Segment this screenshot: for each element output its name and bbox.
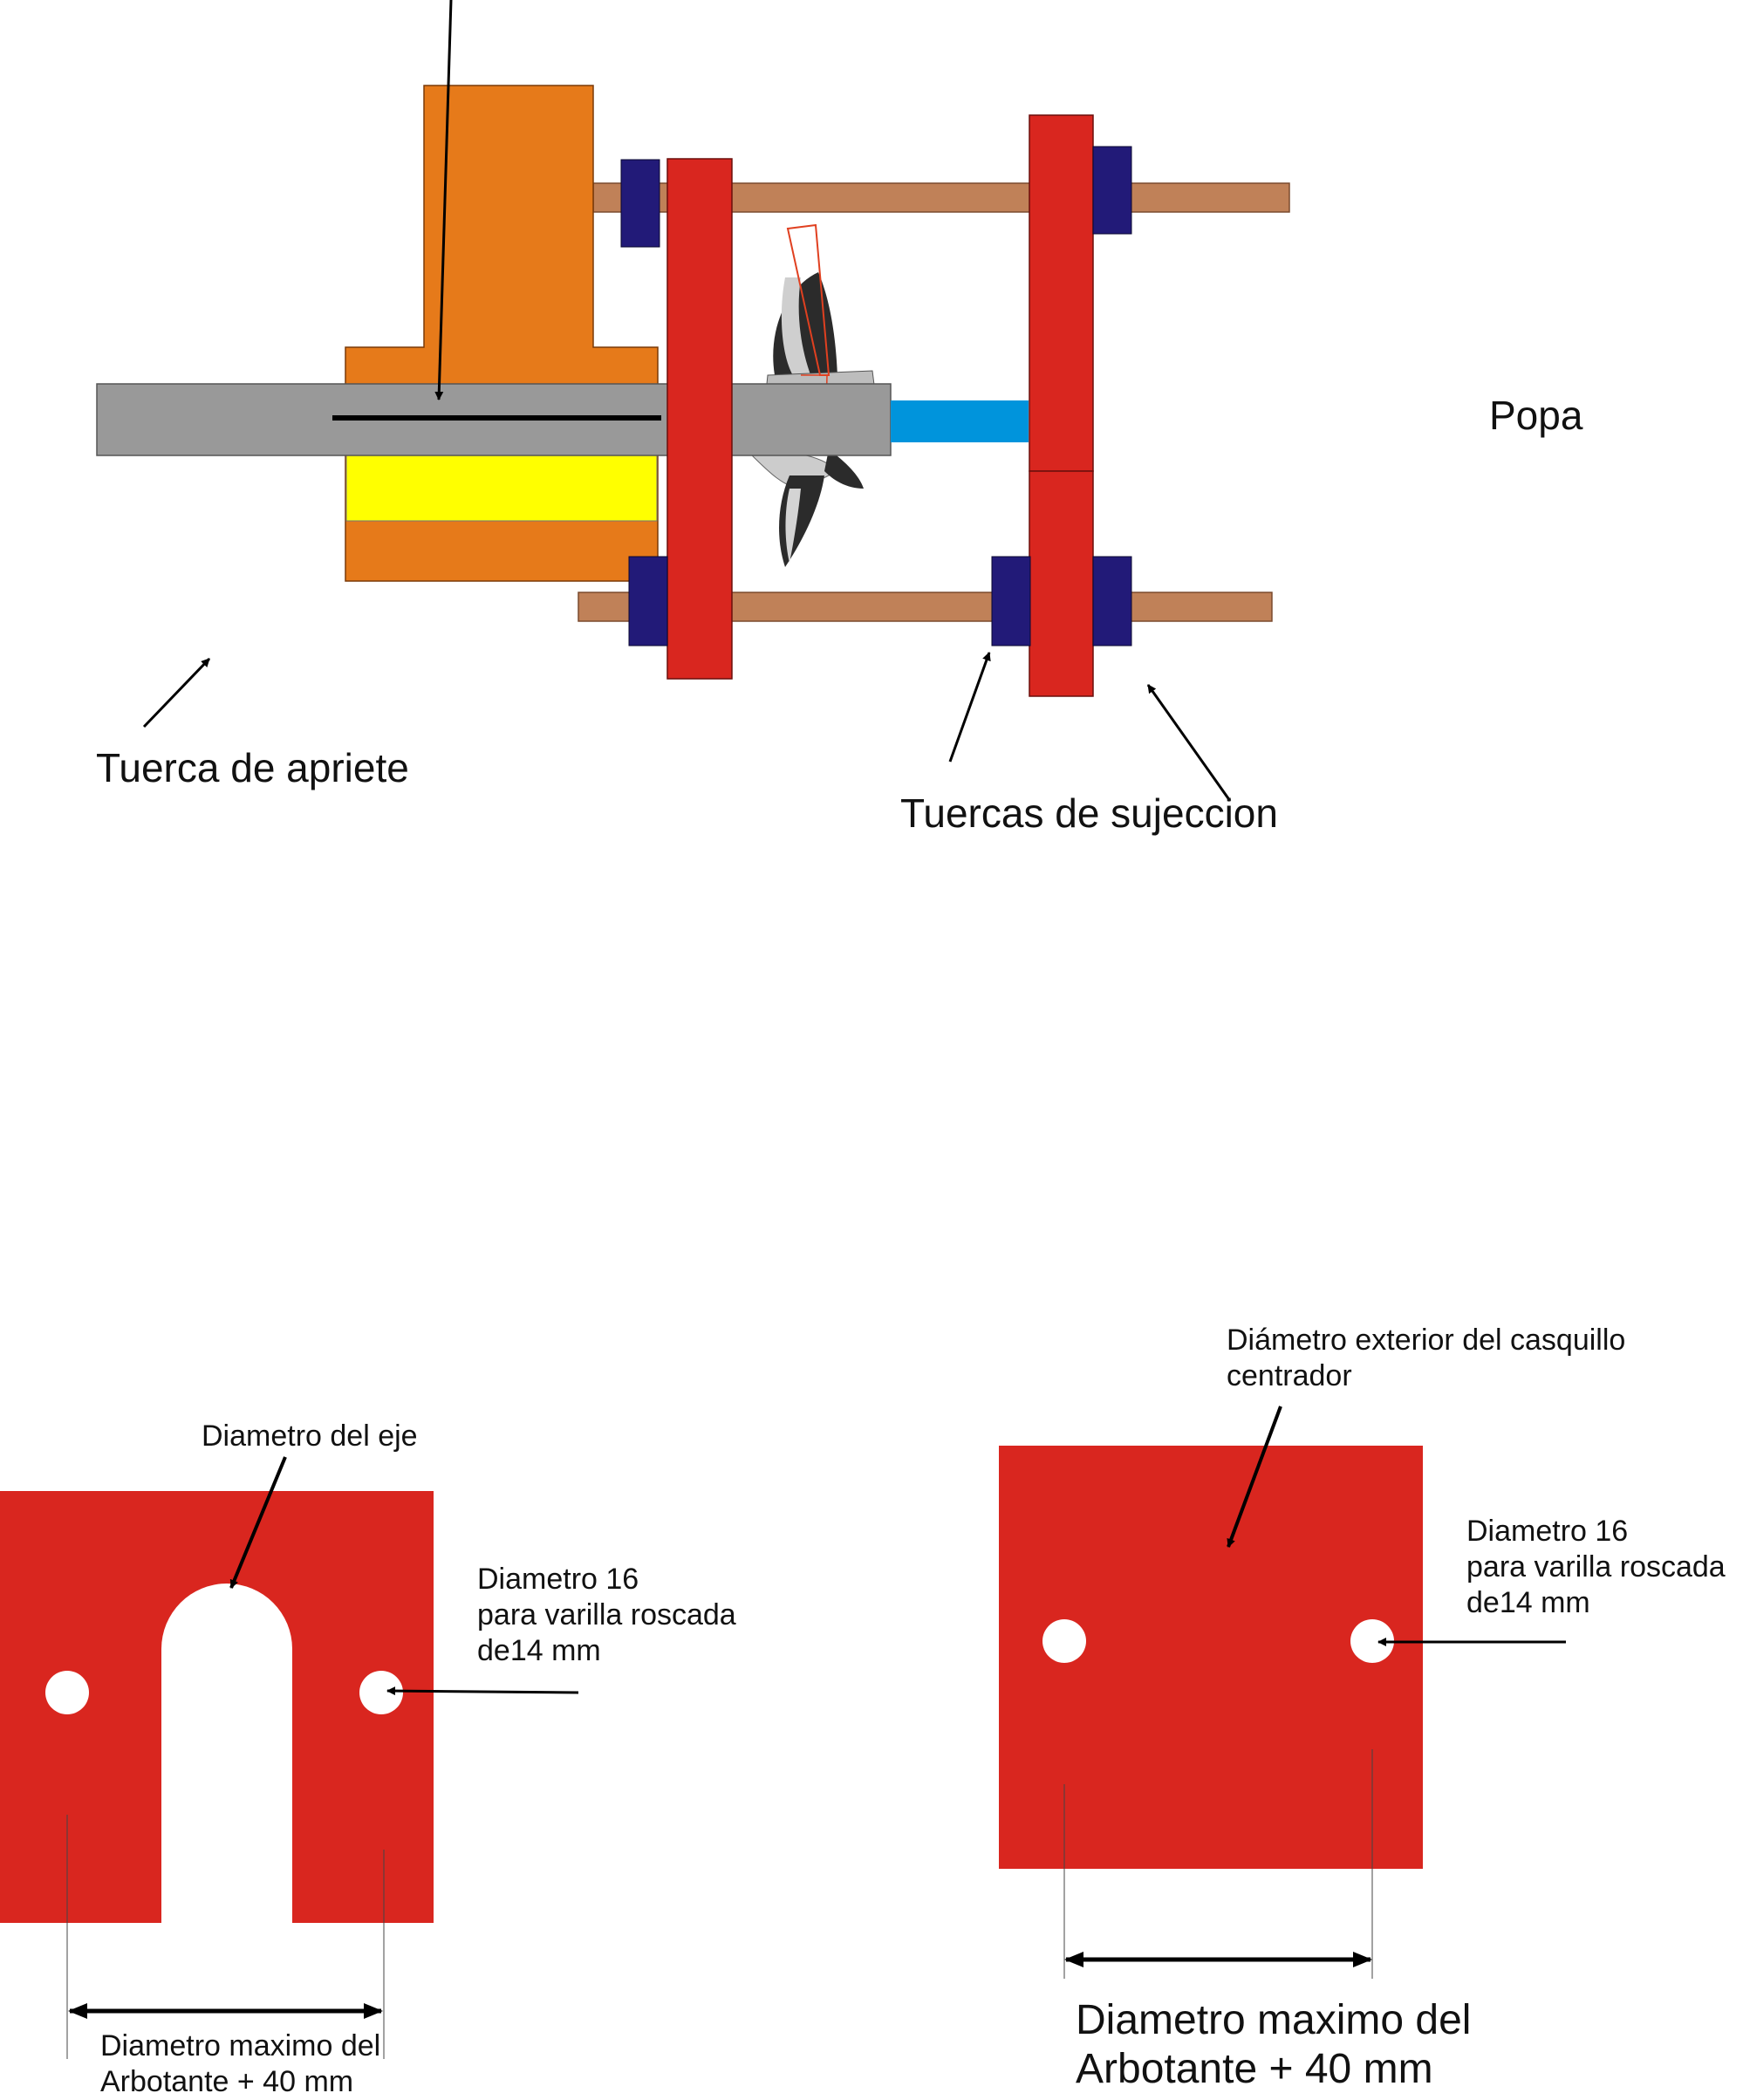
right-red-plate-lower: [1029, 470, 1094, 697]
nut-lower-right: [1092, 556, 1132, 646]
nut-lower-left: [628, 556, 668, 646]
label-tuercas-sujeccion: Tuercas de sujeccion: [900, 790, 1278, 836]
diametro16-left-arrow: [386, 1686, 579, 1696]
diametro-eje-arrow: [229, 1456, 287, 1589]
label-diametro-maximo-right: Diametro maximo del Arbotante + 40 mm: [1076, 1997, 1472, 2092]
casquillo-arrow: [1227, 1406, 1282, 1548]
label-diametro-eje: Diametro del eje: [202, 1419, 418, 1453]
label-diametro16-left: Diametro 16 para varilla roscada de14 mm: [477, 1563, 736, 1667]
label-popa: Popa: [1489, 393, 1583, 438]
label-diametro-exterior-casquillo: Diámetro exterior del casquillo centrado…: [1227, 1324, 1626, 1392]
shaft-assembly: [96, 85, 1290, 697]
nut-lower-middle: [991, 556, 1031, 646]
right-red-plate-upper: [1029, 114, 1094, 472]
bolt-hole-left: [45, 1671, 89, 1714]
bolt-hole-right: [1350, 1619, 1394, 1663]
nut-upper-left: [620, 159, 660, 248]
tuerca-apriete-arrow: [142, 657, 211, 729]
yellow-bushing: [345, 455, 658, 522]
sujeccion-arrow-right: [1146, 684, 1232, 802]
shaft-slot: [161, 1584, 292, 1923]
label-diametro16-right: Diametro 16 para varilla roscada de14 mm: [1466, 1515, 1726, 1619]
bolt-hole-right: [359, 1671, 403, 1714]
label-diametro-maximo-left: Diametro maximo del Arbotante + 40 mm: [100, 2029, 381, 2098]
blue-spacer: [891, 400, 1029, 442]
label-tuerca-apriete: Tuerca de apriete: [96, 745, 409, 790]
nut-upper-right: [1092, 146, 1132, 235]
propeller-icon: [748, 223, 878, 567]
keyway-arrow: [434, 0, 453, 400]
bolt-hole-left: [1042, 1619, 1086, 1663]
centering-plate: [999, 1446, 1423, 1869]
slotted-plate: [0, 1491, 434, 1923]
left-red-plate: [666, 158, 733, 680]
sujeccion-arrow-left: [948, 652, 991, 763]
